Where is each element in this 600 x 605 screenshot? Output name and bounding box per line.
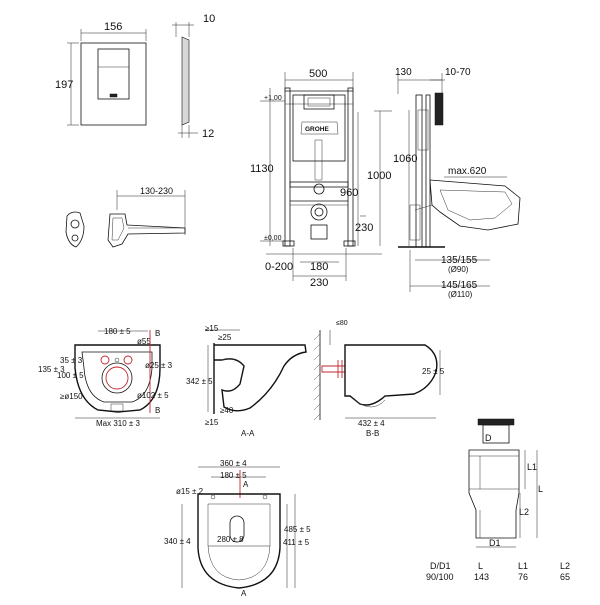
side-depth-label: 130 — [395, 67, 412, 78]
frame-brand-label: GROHE — [305, 126, 330, 133]
flush-plate-front-view: 156 197 — [55, 21, 147, 126]
bottom-a-lower-label: A — [241, 589, 247, 598]
bottom-h411-label: 411 ± 5 — [283, 538, 310, 547]
plate-back-depth-label: 12 — [202, 128, 214, 140]
dimension-table: D/D1 L L1 L2 90/100 143 76 65 — [426, 561, 570, 582]
top-d25-label: ø25 ± 3 — [145, 361, 173, 370]
frame-height-label: 1130 — [250, 163, 274, 175]
side-d1b-label: 145/165 — [441, 280, 478, 291]
section-a-a: ≥15 ≥25 342 ± 5 ≥40 ≥15 A-A — [186, 324, 307, 438]
table-value-l: 143 — [474, 572, 489, 582]
installation-frame-side: 130 10-70 max.620 1060 135/155 (Ø90) 145… — [393, 67, 521, 299]
table-header-d-d1: D/D1 — [430, 561, 451, 571]
pipe-d-label: D — [485, 433, 492, 443]
aa-h342-label: 342 ± 5 — [186, 377, 213, 386]
pipe-l2-label: L2 — [519, 507, 529, 517]
frame-h960-label: 960 — [340, 187, 358, 199]
top-w180-label: 180 ± 5 — [104, 327, 131, 336]
bottom-w360-label: 360 ± 4 — [220, 459, 247, 468]
side-d1a-label: 135/155 — [441, 255, 478, 266]
bottom-h280-label: 280 ± 8 — [217, 535, 244, 544]
frame-h1000-label: 1000 — [367, 170, 391, 182]
frame-zero-level-label: ±0,00 — [264, 235, 282, 242]
aa-g25-label: ≥25 — [218, 333, 232, 342]
top-d102-label: ø102 ± 5 — [137, 391, 169, 400]
pipe-l-label: L — [538, 484, 543, 494]
bowl-bottom-view: 360 ± 4 180 ± 5 A ø15 ± 2 280 ± 8 340 ± … — [164, 459, 311, 598]
frame-h230-label: 230 — [355, 222, 373, 234]
flush-plate-side-view: 10 12 — [172, 13, 215, 140]
table-header-l2: L2 — [560, 561, 570, 571]
side-d1a-sub-label: (Ø90) — [448, 265, 469, 274]
side-d1b-sub-label: (Ø110) — [448, 290, 473, 299]
top-max310-label: Max 310 ± 3 — [96, 419, 141, 428]
bottom-a-upper-label: A — [243, 480, 249, 489]
top-d100-label: 100 ± 5 — [57, 371, 84, 380]
bracket-detail: 130-230 — [65, 186, 186, 248]
bb-h25-label: 25 ± 5 — [422, 367, 445, 376]
frame-width-label: 500 — [309, 68, 327, 80]
aa-g15b-label: ≥15 — [205, 418, 219, 427]
top-d55-label: ø55 — [137, 337, 151, 346]
table-header-l: L — [478, 561, 483, 571]
plate-depth-label: 10 — [203, 13, 215, 25]
top-d35-label: 35 ± 3 — [60, 356, 83, 365]
plate-height-label: 197 — [55, 79, 73, 91]
installation-frame-front: 500 GROHE +1,00 ±0,00 1130 100 — [250, 68, 392, 289]
top-d135-label: 135 ± 3 — [38, 365, 65, 374]
bottom-h340-label: 340 ± 4 — [164, 537, 191, 546]
side-h1060-label: 1060 — [393, 153, 417, 165]
pipe-l1-label: L1 — [527, 462, 537, 472]
bottom-w180-label: 180 ± 5 — [220, 471, 247, 480]
side-range-label: 10-70 — [445, 67, 471, 78]
pipe-d1-label: D1 — [489, 538, 501, 548]
bb-d80-label: ≤80 — [336, 320, 348, 327]
frame-w180-label: 180 — [310, 261, 328, 273]
table-value-l1: 76 — [518, 572, 528, 582]
section-b-b: ≤80 25 ± 5 432 ± 4 B-B — [313, 320, 445, 438]
aa-caption: A-A — [241, 429, 255, 438]
frame-plus-level-label: +1,00 — [264, 95, 282, 102]
top-b-upper-label: B — [155, 329, 160, 338]
bb-caption: B-B — [366, 429, 379, 438]
plate-width-label: 156 — [104, 21, 122, 33]
bb-w432-label: 432 ± 4 — [358, 419, 385, 428]
bottom-h485-label: 485 ± 5 — [284, 525, 311, 534]
table-value-l2: 65 — [560, 572, 570, 582]
aa-h40-label: ≥40 — [220, 406, 234, 415]
bowl-top-view: 180 ± 5 ø55 B B ø25 ± 3 35 ± 3 135 ± 3 1… — [38, 327, 173, 428]
top-b-lower-label: B — [155, 406, 160, 415]
table-value-d-d1: 90/100 — [426, 572, 454, 582]
table-header-l1: L1 — [518, 561, 528, 571]
frame-w230-label: 230 — [310, 277, 328, 289]
side-max-label: max.620 — [448, 166, 487, 177]
bottom-d15-label: ø15 ± 2 — [176, 487, 204, 496]
bracket-range-label: 130-230 — [140, 186, 173, 196]
top-d150-label: ≥ø150 — [60, 392, 83, 401]
frame-offset-label: 0-200 — [265, 261, 293, 273]
wall-hatching — [313, 333, 321, 421]
pipe-connector: D D1 L1 L2 L — [468, 418, 543, 548]
aa-g15-label: ≥15 — [205, 324, 219, 333]
